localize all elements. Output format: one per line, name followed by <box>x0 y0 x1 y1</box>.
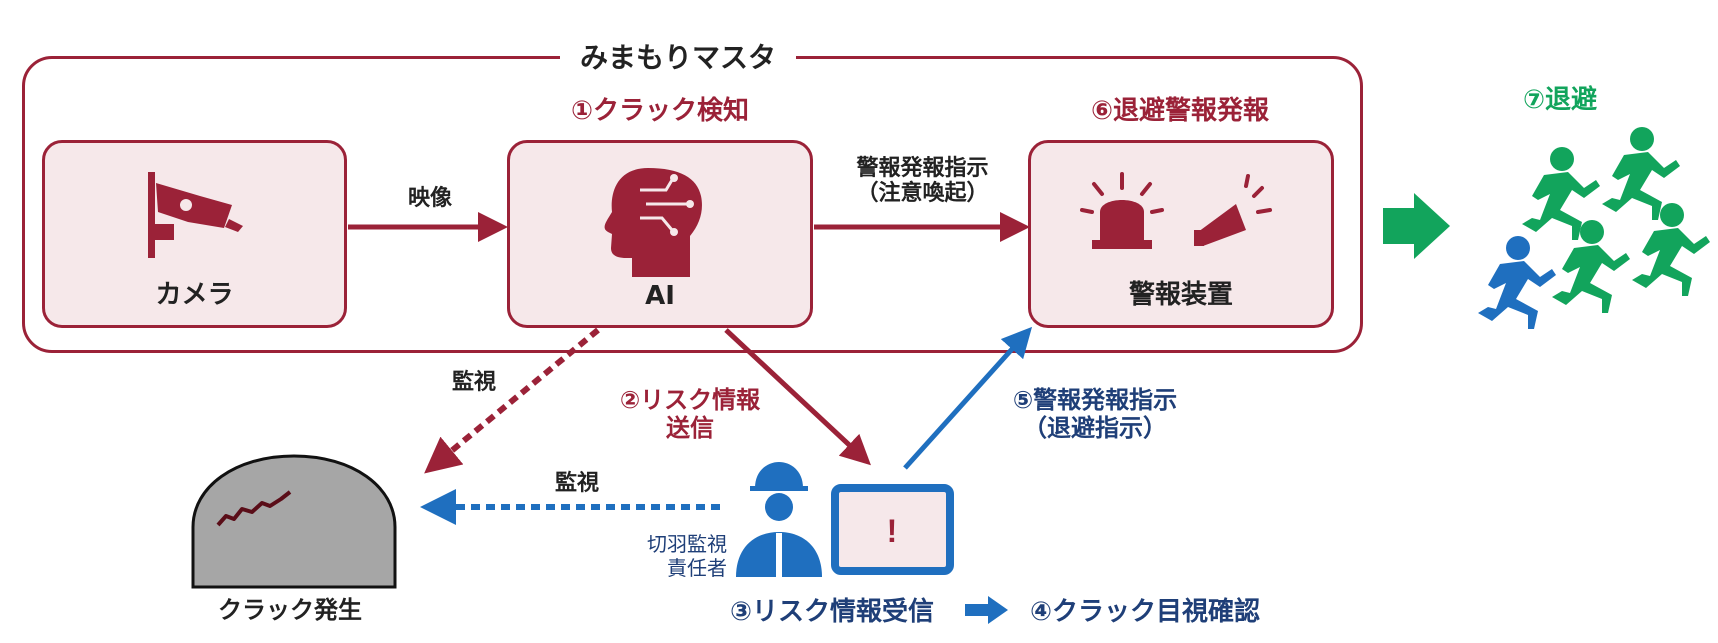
siren-icon <box>1080 172 1164 249</box>
edge-label-video: 映像 <box>407 186 452 211</box>
megaphone-icon <box>1194 174 1272 246</box>
edge-label-risk-send-line1: ②リスク情報 <box>619 386 761 414</box>
worker-icon <box>736 462 822 577</box>
edge-label-evac-order-line2: （退避指示） <box>1023 413 1167 442</box>
ai-head-icon <box>604 168 702 277</box>
edge-label-risk-send: ②リスク情報 送信 <box>600 386 780 442</box>
edge-label-ai-monitor: 監視 <box>452 370 497 395</box>
alarm-label: 警報装置 <box>1128 280 1233 310</box>
system-title: みまもりマスタ <box>560 38 796 78</box>
arrow-risk-send <box>724 328 871 466</box>
tablet-icon: ! <box>831 484 954 575</box>
tunnel-icon <box>191 454 397 589</box>
camera-box: カメラ <box>42 140 347 328</box>
step4-label: ④クラック目視確認 <box>1030 597 1261 627</box>
running-people-icon <box>1478 127 1710 329</box>
edge-label-risk-send-line2: 送信 <box>666 413 714 442</box>
step7-title: ⑦退避 <box>1522 85 1597 115</box>
step6-title: ⑥退避警報発報 <box>1090 96 1269 126</box>
arrow-ai-monitor <box>424 327 600 474</box>
edge-label-supervisor-monitor: 監視 <box>555 471 600 496</box>
edge-label-alarm-order-line2: （注意喚起） <box>856 181 989 207</box>
arrow-to-evacuation <box>1383 193 1450 259</box>
camera-label: カメラ <box>155 280 234 310</box>
supervisor-label-line1: 切羽監視 <box>647 532 727 556</box>
supervisor-label-line2: 責任者 <box>667 556 727 580</box>
arrow-evac-order <box>903 326 1033 470</box>
step1-title: ①クラック検知 <box>570 96 749 126</box>
edge-label-alarm-order: 警報発報指示 （注意喚起） <box>815 156 1030 207</box>
edge-label-alarm-order-line1: 警報発報指示 <box>856 156 989 181</box>
camera-icon <box>148 172 243 258</box>
edge-label-evac-order-line1: ⑤警報発報指示 <box>1012 386 1178 414</box>
tunnel-label: クラック発生 <box>218 596 362 624</box>
arrow-step3-to-step4 <box>965 596 1008 624</box>
supervisor-label: 切羽監視 責任者 <box>617 532 727 580</box>
ai-label: AI <box>645 281 675 311</box>
edge-label-evac-order: ⑤警報発報指示 （退避指示） <box>980 386 1210 442</box>
step3-label: ③リスク情報受信 <box>730 597 935 627</box>
tablet-alert-mark: ! <box>887 513 898 549</box>
